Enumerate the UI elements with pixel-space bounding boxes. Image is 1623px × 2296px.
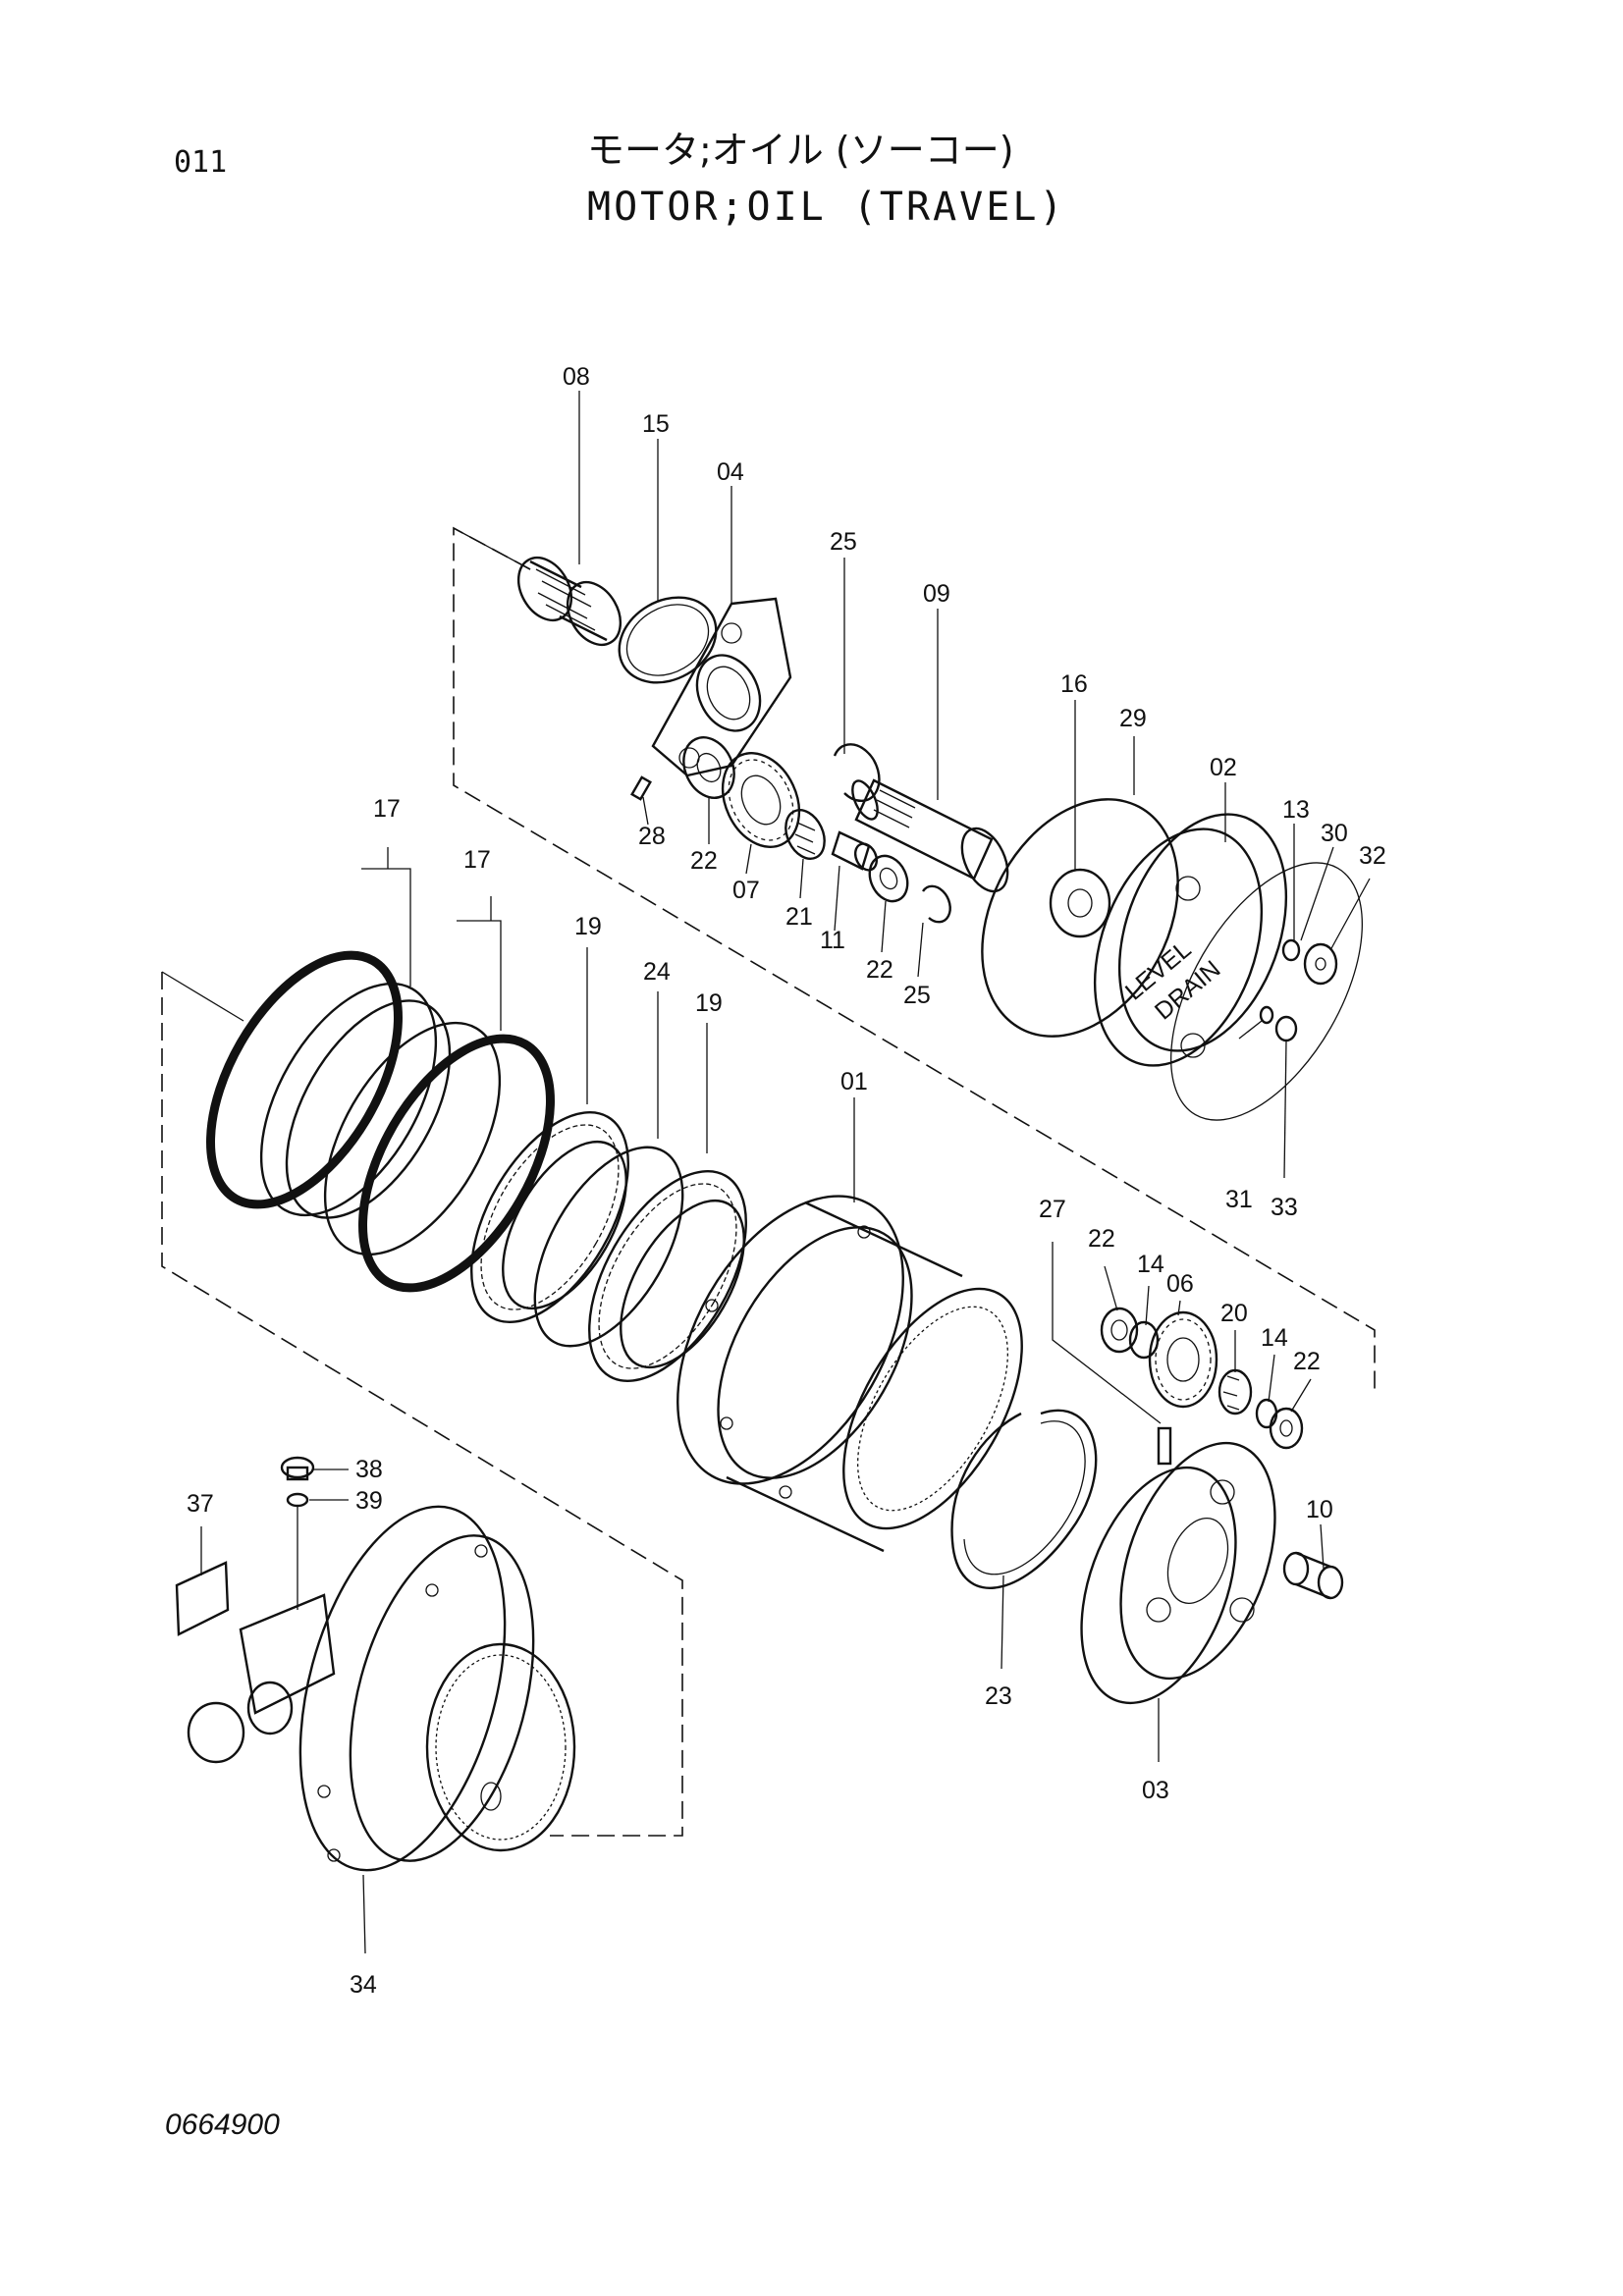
callout-14-a: 14 [1137, 1251, 1164, 1278]
part-25-snap-ring-b [921, 884, 951, 924]
callout-09: 09 [923, 580, 950, 608]
part-32-plug [1303, 942, 1338, 986]
callout-37: 37 [187, 1490, 214, 1518]
callout-38: 38 [355, 1456, 383, 1483]
part-06-planet-gear [1148, 1310, 1218, 1409]
callout-11: 11 [820, 927, 845, 954]
callout-01: 01 [840, 1068, 868, 1095]
title-english: MOTOR;OIL (TRAVEL) [587, 185, 1066, 230]
part-11-spacer [831, 830, 879, 872]
callout-30: 30 [1321, 820, 1348, 847]
callout-labels: 08 15 04 25 09 16 29 02 13 30 32 28 22 0… [187, 363, 1386, 1999]
callout-10: 10 [1306, 1496, 1333, 1523]
callout-20: 20 [1220, 1300, 1248, 1327]
callout-02: 02 [1210, 754, 1237, 781]
part-22-thrust-washer-b [868, 854, 909, 903]
part-01-housing [676, 1195, 1023, 1553]
callout-07: 07 [732, 877, 760, 904]
callout-17-a: 17 [373, 795, 401, 823]
callout-25: 25 [830, 528, 857, 556]
callout-39: 39 [355, 1487, 383, 1515]
part-16-plug [1049, 868, 1111, 938]
callout-27: 27 [1039, 1196, 1066, 1223]
callout-04: 04 [717, 458, 744, 486]
title-japanese: モータ;オイル (ソーコー) [587, 129, 1014, 172]
callout-32: 32 [1359, 842, 1386, 870]
part-07-planet-gear [721, 751, 801, 849]
part-09-shaft [851, 778, 1009, 893]
part-27-pin [1157, 1426, 1172, 1466]
part-19-bearing-b [588, 1170, 747, 1382]
part-38-plug [280, 1456, 315, 1481]
callout-22-a: 22 [690, 847, 718, 875]
part-25-snap-ring-a [833, 743, 881, 803]
callout-15: 15 [642, 410, 670, 438]
callout-22-d: 22 [1293, 1348, 1321, 1375]
assembly-boundary-lower [161, 971, 683, 1837]
callout-23: 23 [985, 1682, 1012, 1710]
part-34-motor-assembly [187, 1505, 576, 1872]
part-15-o-ring [618, 596, 718, 684]
callout-29: 29 [1119, 705, 1147, 732]
part-23-snap-ring [950, 1409, 1098, 1589]
drawing-number: 0664900 [165, 2109, 280, 2141]
part-31-o-ring-small [1259, 1005, 1274, 1025]
callout-03: 03 [1142, 1777, 1169, 1804]
leader-lines [200, 391, 1371, 1954]
part-39-o-ring [286, 1492, 309, 1508]
part-22-washer-c [1100, 1307, 1139, 1354]
callout-17-b: 17 [463, 846, 491, 874]
callout-25-b: 25 [903, 982, 931, 1009]
part-37-nameplate [175, 1561, 230, 1636]
part-10-spacer [1282, 1551, 1344, 1600]
part-20-needle-bearing [1217, 1368, 1253, 1415]
part-28-pin [630, 775, 652, 801]
callout-19-a: 19 [574, 913, 602, 940]
part-02-cover: LEVEL DRAIN [1093, 813, 1288, 1067]
part-33-plug [1274, 1015, 1298, 1042]
callout-34: 34 [350, 1971, 377, 1999]
callout-06: 06 [1166, 1270, 1194, 1298]
part-24-snap-ring [533, 1146, 684, 1348]
part-14-washer-a [1128, 1320, 1160, 1360]
part-22-thrust-washer-a [682, 736, 735, 799]
assembly-boundary-upper [453, 526, 1376, 1394]
part-17-floating-seal-b [323, 1021, 555, 1293]
callout-31: 31 [1225, 1186, 1253, 1213]
callout-19-b: 19 [695, 989, 723, 1017]
callout-24: 24 [643, 958, 671, 986]
part-19-bearing-a [470, 1111, 629, 1323]
callout-22-c: 22 [1088, 1225, 1115, 1253]
callout-33: 33 [1271, 1194, 1298, 1221]
callout-28: 28 [638, 823, 666, 850]
part-04-flange [651, 597, 792, 777]
part-08-spline-coupling [516, 557, 622, 646]
part-22-washer-d [1269, 1407, 1304, 1450]
part-14-washer-b [1255, 1398, 1278, 1429]
callout-16: 16 [1060, 670, 1088, 698]
part-21-needle-bearing [784, 809, 826, 860]
part-03-carrier [1080, 1441, 1276, 1705]
part-30-o-ring-small [1281, 938, 1301, 962]
part-17-floating-seal-a [206, 950, 452, 1219]
page-number: 011 [174, 145, 228, 180]
part-29-o-ring [981, 798, 1179, 1038]
callout-22-b: 22 [866, 956, 893, 984]
callout-14-b: 14 [1261, 1324, 1288, 1352]
part-13-o-ring-cover [1170, 862, 1363, 1121]
callout-13: 13 [1282, 796, 1310, 824]
callout-08: 08 [563, 363, 590, 391]
callout-21: 21 [785, 903, 813, 931]
